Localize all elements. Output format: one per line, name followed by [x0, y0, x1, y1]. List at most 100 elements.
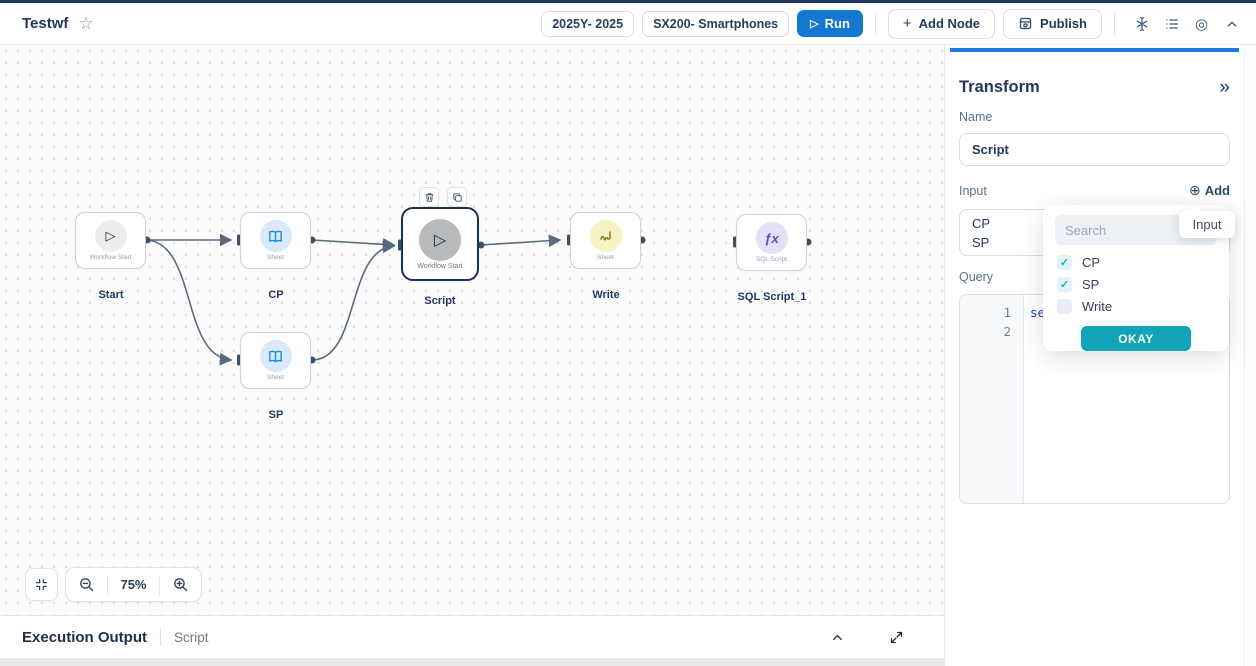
code-fragment-start: se	[1030, 305, 1046, 320]
run-button[interactable]: ▷ Run	[797, 10, 863, 37]
node-caption: Sheet	[267, 254, 284, 261]
option-label: CP	[1082, 255, 1101, 270]
zoom-control: 75%	[65, 567, 202, 602]
node-caption: Sheet	[597, 254, 614, 261]
favorite-star-icon[interactable]: ☆	[78, 13, 94, 33]
window-top-border	[0, 0, 1256, 3]
node-write[interactable]: Sheet	[570, 212, 641, 269]
node-cp[interactable]: Sheet	[240, 212, 311, 269]
maximize-output-icon[interactable]	[889, 630, 904, 645]
add-node-label: Add Node	[918, 16, 981, 31]
node-label-sql: SQL Script_1	[737, 291, 807, 303]
zoom-out-button[interactable]	[78, 576, 95, 593]
node-script-circle: ▷	[419, 218, 461, 261]
dropdown-option-write[interactable]: ✓ Write	[1043, 296, 1229, 317]
zoom-in-icon	[174, 578, 188, 592]
node-sp[interactable]: Sheet	[240, 332, 311, 389]
panel-scrollbar[interactable]	[1244, 45, 1256, 666]
node-write-circle	[589, 220, 622, 252]
node-label-cp: CP	[268, 289, 284, 301]
input-field-label: Input	[959, 183, 987, 198]
node-start[interactable]: ▷ Workflow Start	[75, 212, 146, 269]
transform-config-panel: Transform » Name Input ⊕ Add CP SP Query…	[944, 45, 1256, 666]
node-sp-circle	[259, 340, 292, 372]
top-bar-actions: 2025Y- 2025 SX200- Smartphones ▷ Run + A…	[541, 8, 1240, 39]
query-field-label: Query	[959, 270, 994, 284]
publish-label: Publish	[1040, 16, 1087, 31]
auto-layout-snowflake-icon[interactable]	[1133, 15, 1150, 32]
node-label-write: Write	[592, 289, 620, 301]
panel-content: Transform » Name Input ⊕ Add CP SP Query…	[945, 45, 1256, 504]
node-start-circle: ▷	[94, 220, 127, 252]
context-chip-product[interactable]: SX200- Smartphones	[642, 10, 790, 37]
context-chip-year[interactable]: 2025Y- 2025	[541, 10, 635, 37]
execution-output-bar: Execution Output Script	[0, 615, 944, 666]
focus-target-icon[interactable]: ◎	[1194, 15, 1209, 33]
node-caption: SQL Script	[755, 256, 788, 263]
expand-output-chevron-icon[interactable]	[830, 630, 845, 645]
circled-plus-icon: ⊕	[1188, 182, 1201, 198]
add-input-button[interactable]: ⊕ Add	[1189, 182, 1230, 199]
fit-view-icon	[35, 578, 48, 591]
panel-title: Transform	[959, 78, 1040, 96]
node-caption: Workflow Start	[417, 262, 463, 270]
plus-icon: +	[902, 15, 912, 32]
query-code-editor[interactable]: 1 2 se s	[959, 294, 1230, 504]
node-cp-circle	[259, 220, 292, 252]
footer-divider	[160, 628, 161, 646]
collapse-panel-icon[interactable]: »	[1219, 77, 1230, 98]
okay-button[interactable]: OKAY	[1081, 326, 1191, 351]
toolbar-divider	[1114, 12, 1115, 35]
node-list-icon[interactable]	[1163, 15, 1180, 32]
panel-accent-bar	[950, 48, 1239, 52]
zoom-out-icon	[80, 578, 94, 592]
play-icon: ▷	[810, 18, 819, 30]
workflow-edges	[143, 233, 812, 366]
top-bar: Testwf ☆ 2025Y- 2025 SX200- Smartphones …	[0, 3, 1256, 45]
input-tooltip: Input	[1179, 211, 1235, 238]
checkbox-cp[interactable]: ✓	[1057, 255, 1072, 270]
node-caption: Sheet	[267, 374, 284, 381]
node-sql-script[interactable]: ƒx SQL Script	[736, 214, 807, 271]
checkbox-write[interactable]: ✓	[1057, 299, 1072, 314]
node-sql-circle: ƒx	[755, 222, 788, 254]
node-caption: Workflow Start	[89, 254, 132, 261]
delete-node-button[interactable]	[419, 187, 439, 207]
execution-output-tab-script[interactable]: Script	[174, 629, 209, 645]
add-node-button[interactable]: + Add Node	[887, 8, 996, 39]
node-script-selected[interactable]: ▷ Workflow Start	[401, 207, 479, 281]
node-label-script: Script	[424, 295, 456, 307]
play-icon: ▷	[433, 231, 447, 249]
workflow-canvas[interactable]: ▷ Workflow Start Start Sheet CP Sheet SP…	[0, 45, 944, 615]
fx-function-icon: ƒx	[764, 230, 779, 246]
zoom-divider	[158, 574, 160, 595]
input-section-header: Input ⊕ Add	[959, 182, 1230, 199]
collapse-topbar-chevron-icon[interactable]	[1223, 15, 1240, 32]
run-button-label: Run	[824, 16, 850, 31]
dropdown-option-sp[interactable]: ✓ SP	[1043, 274, 1229, 295]
sheet-book-icon	[269, 230, 282, 242]
option-label: Write	[1082, 299, 1113, 314]
sheet-book-icon	[269, 350, 282, 362]
duplicate-node-button[interactable]	[447, 187, 467, 207]
workflow-title: Testwf	[22, 15, 69, 32]
top-icon-row: ◎	[1133, 15, 1240, 33]
option-label: SP	[1082, 277, 1100, 292]
node-label-start: Start	[98, 289, 124, 301]
write-scribble-icon	[599, 231, 611, 241]
publish-button[interactable]: Publish	[1003, 8, 1102, 39]
trash-icon	[425, 192, 433, 202]
checkbox-sp[interactable]: ✓	[1057, 277, 1072, 292]
add-input-label: Add	[1204, 183, 1230, 198]
fit-view-button[interactable]	[25, 568, 58, 601]
name-field-label: Name	[959, 110, 993, 124]
node-action-toolbar	[419, 187, 467, 207]
zoom-divider	[107, 574, 109, 595]
zoom-in-button[interactable]	[172, 576, 189, 593]
line-number: 1	[1003, 305, 1011, 320]
line-number: 2	[1003, 324, 1011, 339]
zoom-level-value: 75%	[120, 577, 147, 592]
name-input[interactable]	[959, 133, 1230, 166]
dropdown-option-cp[interactable]: ✓ CP	[1043, 252, 1229, 273]
input-value-item: SP	[972, 235, 990, 250]
